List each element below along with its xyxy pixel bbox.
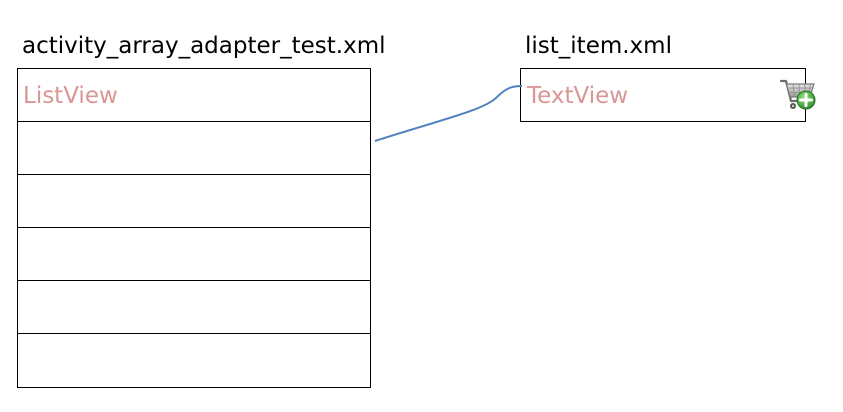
activity-layout-filename: activity_array_adapter_test.xml: [22, 33, 386, 59]
list-row: ListView: [18, 69, 370, 122]
list-item-layout-filename: list_item.xml: [525, 33, 672, 59]
list-row: [18, 228, 370, 281]
list-view-label: ListView: [23, 83, 118, 109]
list-row: [18, 175, 370, 228]
list-row: [18, 122, 370, 175]
list-view-box: ListView: [17, 68, 371, 388]
text-view-label: TextView: [527, 83, 629, 109]
list-row: [18, 334, 370, 388]
shopping-cart-add-icon: [779, 79, 816, 110]
list-row: [18, 281, 370, 334]
list-item-box: TextView: [520, 68, 816, 122]
